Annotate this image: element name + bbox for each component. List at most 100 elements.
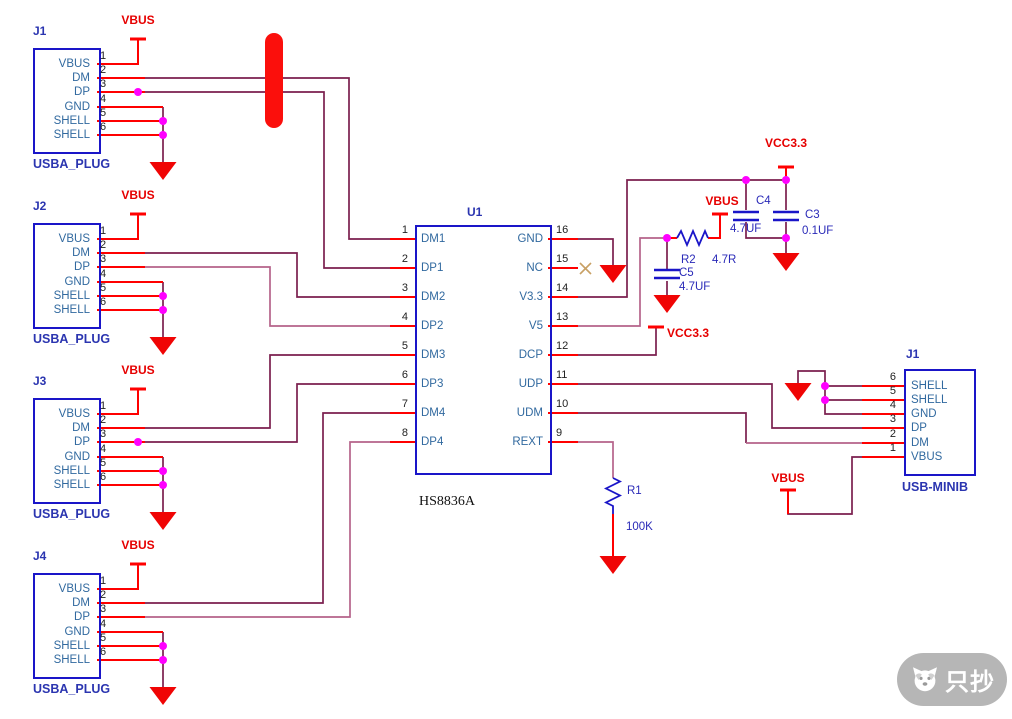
vbus-power-label: VBUS (121, 13, 155, 27)
pin-name: DP (74, 611, 90, 623)
pin-name: DM (72, 422, 90, 434)
pin-number: 8 (401, 427, 408, 439)
pin-number: 6 (100, 121, 107, 133)
vbus-power-label: VBUS (121, 188, 155, 202)
plug-ref: J2 (33, 199, 47, 213)
pin-number: 12 (556, 340, 569, 352)
pin-number: 5 (401, 340, 408, 352)
pin-name: DM (72, 72, 90, 84)
pin-name: SHELL (53, 465, 90, 477)
pin-name: REXT (512, 436, 543, 448)
watermark-badge: 只抄 (897, 653, 1007, 706)
chip-part-number: HS8836A (419, 494, 476, 509)
pin-number: 6 (889, 371, 896, 383)
pin-name: GND (517, 233, 543, 245)
net-wires (138, 77, 864, 687)
pin-name: SHELL (911, 380, 948, 392)
pin-name: DP1 (421, 262, 444, 274)
pin-name: VBUS (911, 451, 943, 463)
resistor-ref: R1 (627, 485, 642, 497)
pin-number: 3 (401, 282, 408, 294)
pin-number: 3 (100, 253, 107, 265)
vcc33-power-label: VCC3.3 (764, 136, 808, 150)
pin-number: 11 (556, 369, 568, 381)
pin-number: 5 (889, 385, 896, 397)
connector-j1-body (33, 48, 101, 154)
pin-number: 6 (401, 369, 408, 381)
pin-name: GND (911, 408, 937, 420)
pin-number: 1 (401, 224, 408, 236)
pin-name: SHELL (53, 290, 90, 302)
pin-name: SHELL (53, 640, 90, 652)
pin-number: 6 (100, 471, 107, 483)
pin-number: 9 (556, 427, 563, 439)
capacitor-value: 4.7UF (730, 223, 762, 235)
pin-number: 3 (100, 78, 107, 90)
pin-name: DM (72, 597, 90, 609)
connector-j2-body (33, 223, 101, 329)
pin-name: VBUS (58, 408, 90, 420)
pin-name: SHELL (53, 129, 90, 141)
pin-name: DP (74, 436, 90, 448)
pin-name: VBUS (58, 58, 90, 70)
pin-name: V5 (528, 320, 543, 332)
plug-type-label: USBA_PLUG (33, 682, 111, 696)
pin-name: SHELL (53, 654, 90, 666)
plug-type-label: USBA_PLUG (33, 507, 111, 521)
pin-name: DP (74, 261, 90, 273)
pin-name: GND (64, 101, 90, 113)
pin-name: DM1 (421, 233, 446, 245)
pin-name: VBUS (58, 233, 90, 245)
plug-type-label: USBA_PLUG (33, 332, 111, 346)
pin-number: 4 (100, 93, 107, 105)
pin-number: 2 (100, 414, 107, 426)
pin-name: UDM (516, 407, 543, 419)
pin-name: DP2 (421, 320, 444, 332)
pin-number: 6 (100, 646, 107, 658)
pin-number: 3 (100, 428, 107, 440)
pin-name: DM (72, 247, 90, 259)
vbus-power-label: VBUS (771, 471, 805, 485)
chip-u1-body (415, 225, 552, 475)
capacitor-ref: C5 (679, 267, 694, 279)
resistor-ref: R2 (681, 254, 696, 266)
pin-number: 5 (100, 107, 107, 119)
vbus-power-label: VBUS (121, 538, 155, 552)
pin-name: NC (526, 262, 543, 274)
dog-icon (913, 666, 937, 691)
mini-type-label: USB-MINIB (902, 480, 968, 494)
chip-ref: U1 (467, 205, 483, 219)
pin-name: V3.3 (519, 291, 543, 303)
vbus-power-label: VBUS (121, 363, 155, 377)
vbus-power-label: VBUS (705, 194, 739, 208)
pin-name: DCP (518, 349, 543, 361)
pin-number: 5 (100, 457, 107, 469)
pin-name: SHELL (911, 394, 948, 406)
pin-number: 6 (100, 296, 107, 308)
pin-number: 13 (556, 311, 569, 323)
pin-number: 4 (100, 618, 107, 630)
pin-number: 1 (100, 50, 107, 62)
pin-number: 1 (100, 225, 107, 237)
pin-number: 2 (401, 253, 408, 265)
pin-name: DM4 (421, 407, 446, 419)
plug-ref: J3 (33, 374, 47, 388)
pin-number: 4 (100, 443, 107, 455)
pin-number: 2 (889, 428, 896, 440)
pin-number: 1 (100, 400, 107, 412)
capacitor-value: 4.7UF (679, 281, 711, 293)
pin-name: GND (64, 451, 90, 463)
pin-number: 4 (401, 311, 408, 323)
pin-name: SHELL (53, 115, 90, 127)
pin-number: 2 (100, 239, 107, 251)
watermark-text: 只抄 (945, 669, 995, 696)
junction-dots (134, 88, 829, 664)
resistor-value: 4.7R (712, 254, 737, 266)
pin-number: 14 (556, 282, 569, 294)
vcc33-power-label: VCC3.3 (667, 326, 710, 340)
pin-name: GND (64, 276, 90, 288)
resistor-r2-symbol (676, 228, 709, 248)
pin-name: DP (74, 86, 90, 98)
